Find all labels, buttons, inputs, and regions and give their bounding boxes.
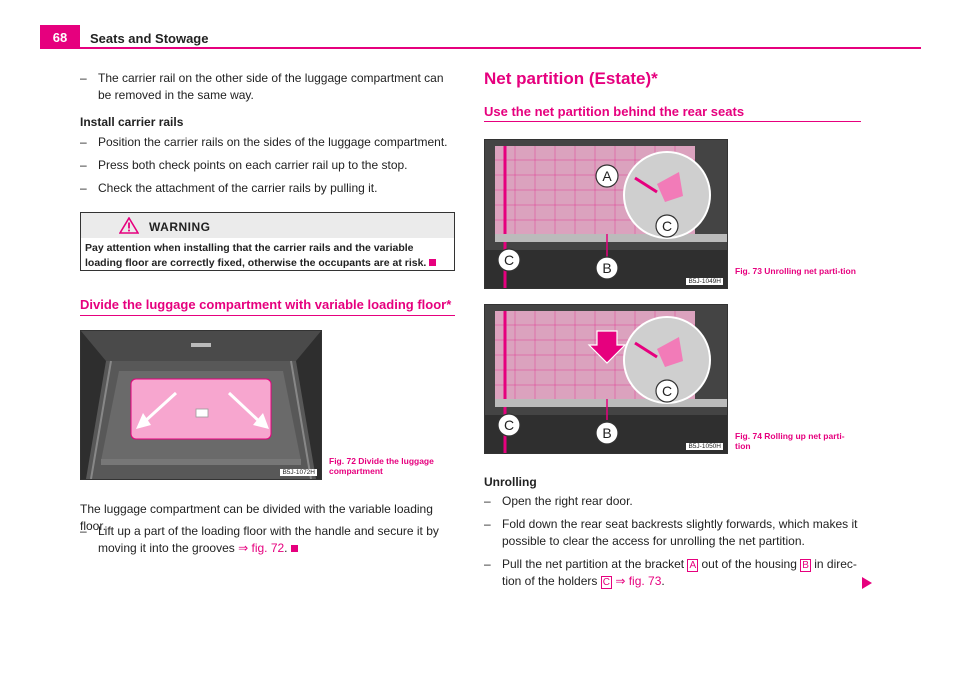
install-step-1: –Position the carrier rails on the sides… xyxy=(80,135,448,149)
intro-dash-item: –The carrier rail on the other side of t… xyxy=(80,71,444,102)
fig-73-link[interactable]: ⇒ fig. 73 xyxy=(615,574,662,588)
unroll-step-1: –Open the right rear door. xyxy=(484,494,633,508)
divide-heading: Divide the luggage compartment with vari… xyxy=(80,297,452,312)
key-b-badge: B xyxy=(800,559,811,572)
end-mark-icon xyxy=(290,545,298,552)
warning-triangle-icon xyxy=(119,217,139,234)
figure-74-code: B5J-1050H xyxy=(686,443,723,450)
install-step-3: –Check the attachment of the carrier rai… xyxy=(80,181,378,195)
unrolling-heading: Unrolling xyxy=(484,475,537,489)
install-heading: Install carrier rails xyxy=(80,115,184,129)
warning-header: WARNING xyxy=(81,213,454,238)
divide-heading-rule xyxy=(80,315,455,316)
net-partition-subheading: Use the net partition behind the rear se… xyxy=(484,104,745,119)
callout-c-label: C xyxy=(662,383,672,399)
net-rolling-up-illustration: C C B xyxy=(485,305,727,453)
callout-c-label: C xyxy=(662,218,672,234)
header-rule xyxy=(40,47,921,49)
divide-text: The luggage compartment can be divided w… xyxy=(80,502,433,533)
warning-title: WARNING xyxy=(149,220,211,234)
key-c-badge: C xyxy=(600,576,612,589)
unroll-step-2: –Fold down the rear seat backrests sligh… xyxy=(484,517,858,548)
unroll-step-3: –Pull the net partition at the bracket A… xyxy=(484,557,857,589)
callout-c-label-2: C xyxy=(504,252,514,268)
figure-72-code: B5J-1072H xyxy=(280,469,317,476)
section-title: Seats and Stowage xyxy=(90,31,209,46)
install-step-2: –Press both check points on each carrier… xyxy=(80,158,408,172)
warning-box: WARNING Pay attention when installing th… xyxy=(80,212,455,271)
subheading-rule xyxy=(484,121,861,122)
warning-text: Pay attention when installing that the c… xyxy=(85,241,450,271)
callout-b-label: B xyxy=(602,260,611,276)
key-a-badge: A xyxy=(687,559,699,572)
end-mark-icon xyxy=(429,259,437,266)
next-page-arrow-icon xyxy=(862,577,872,589)
figure-73-caption: Fig. 73 Unrolling net parti-tion xyxy=(735,266,856,276)
figure-74-image: C C B B5J-1050H xyxy=(484,304,728,454)
figure-73-code: B5J-1049H xyxy=(686,278,723,285)
divide-step: –Lift up a part of the loading floor wit… xyxy=(80,524,439,555)
fig-72-link[interactable]: ⇒ fig. 72 xyxy=(238,541,285,555)
callout-a-label: A xyxy=(602,168,612,184)
net-partition-title: Net partition (Estate)* xyxy=(484,69,658,88)
figure-72-image: B5J-1072H xyxy=(80,330,322,480)
figure-72-caption: Fig. 72 Divide the luggage compartment xyxy=(329,456,434,476)
figure-74-caption: Fig. 74 Rolling up net parti-tion xyxy=(735,431,845,451)
callout-c-label-2: C xyxy=(504,417,514,433)
figure-73-image: A C C B B5J-1049H xyxy=(484,139,728,289)
callout-b-label: B xyxy=(602,425,611,441)
page-number: 68 xyxy=(40,25,80,48)
net-unrolling-illustration: A C C B xyxy=(485,140,727,288)
luggage-compartment-illustration xyxy=(81,331,321,479)
